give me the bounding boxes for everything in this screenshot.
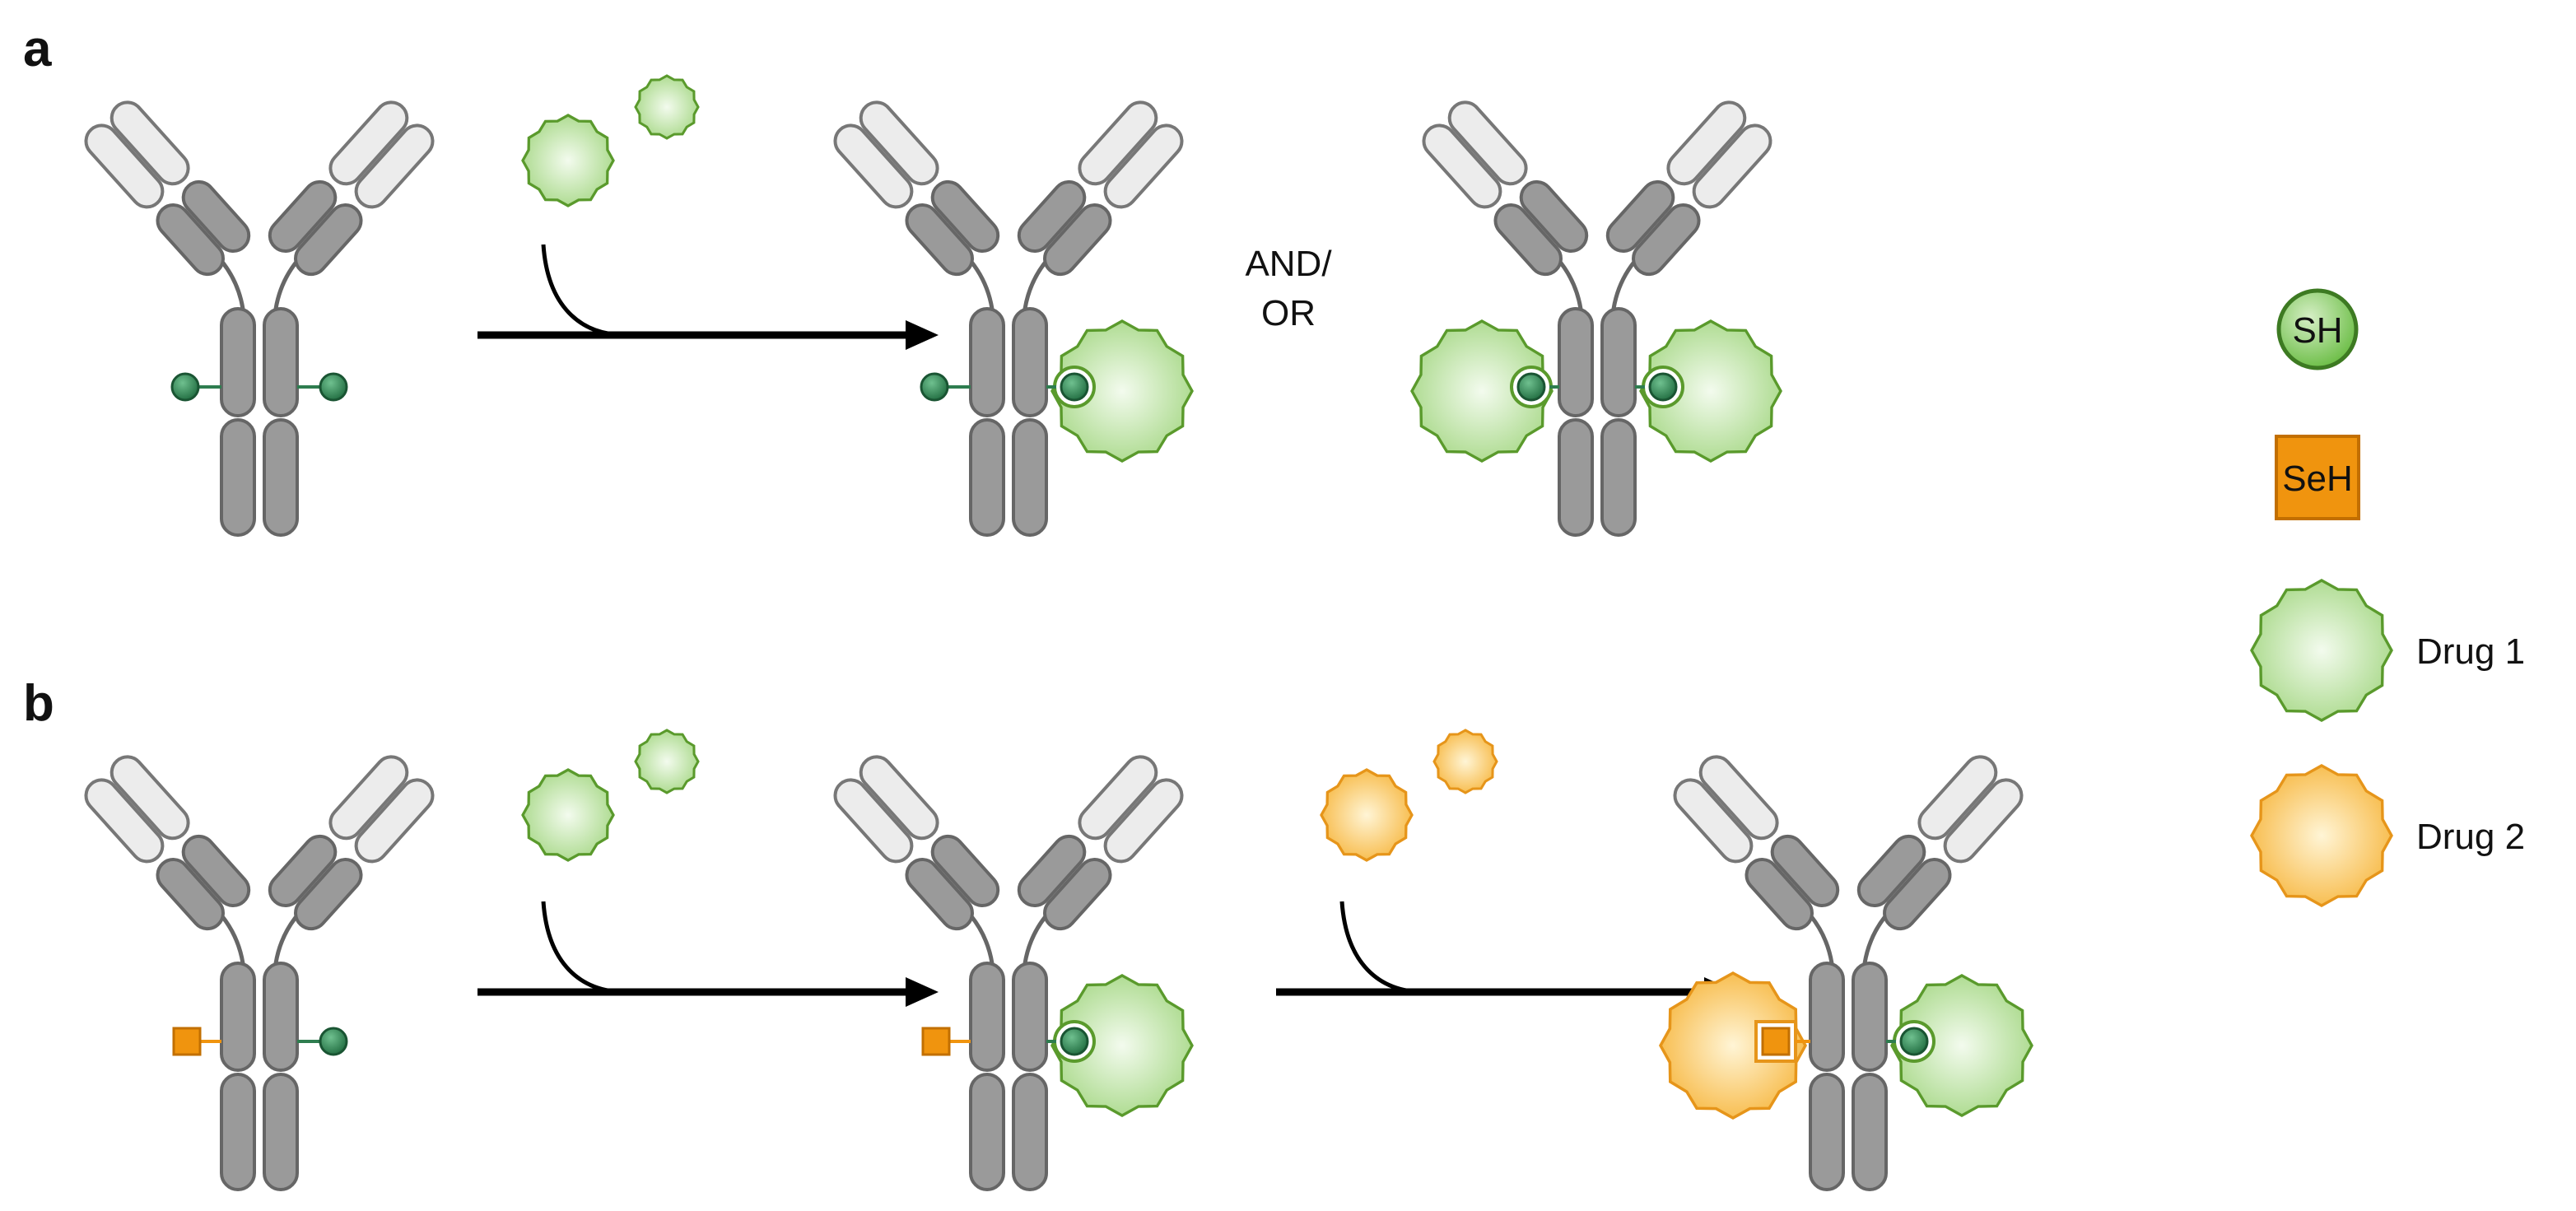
antibody-a1 [80,95,440,535]
drug1-reactant-small [636,730,698,793]
antibody-a2 [829,95,1192,535]
thiol-icon [1060,1027,1089,1056]
drug1-reactant-large [523,115,613,206]
thiol-icon [170,372,200,402]
legend-seh-label: SeH [2282,459,2353,499]
legend-drug2-label: Drug 2 [2416,817,2525,857]
antibody-b2 [829,750,1192,1190]
and-or-text-line2: OR [1261,293,1316,333]
thiol-icon [1648,372,1678,402]
antibody-b3 [1661,750,2032,1190]
selenol-icon [921,1027,951,1056]
drug2-reactant-small [1434,730,1497,793]
selenol-icon [1761,1027,1791,1056]
thiol-icon [319,372,348,402]
seh-icon [2275,435,2360,520]
antibody-a3 [1412,95,1781,535]
thiol-icon [319,1027,348,1056]
selenol-icon [172,1027,202,1056]
legend-sh-label: SH [2292,310,2342,351]
thiol-icon [1899,1027,1929,1056]
panel-label-a: a [23,21,52,77]
legend-drug2: Drug 2 [2252,766,2525,906]
drug2-reactant-large [1321,770,1412,860]
drug2-icon [2252,766,2392,906]
reaction-arrow-b2 [1276,901,1737,1007]
thiol-icon [920,372,949,402]
legend-drug1-label: Drug 1 [2416,631,2525,672]
legend-sh: SH [2276,288,2359,370]
reaction-arrow-a [477,245,939,350]
thiol-icon [1516,372,1546,402]
drug1-reactant-small [636,76,698,138]
legend-drug1: Drug 1 [2252,580,2525,720]
drug1-reactant-large [523,770,613,860]
reaction-arrow-b1 [477,901,939,1007]
legend-seh: SeH [2275,435,2360,520]
antibody-b1 [80,750,440,1190]
sh-icon [2276,288,2359,370]
drug1-icon [2252,580,2392,720]
thiol-icon [1060,372,1089,402]
legend: SH SeH Drug 1 Drug 2 [2252,288,2525,906]
panel-label-b: b [23,675,54,732]
and-or-text-line1: AND/ [1245,244,1332,284]
